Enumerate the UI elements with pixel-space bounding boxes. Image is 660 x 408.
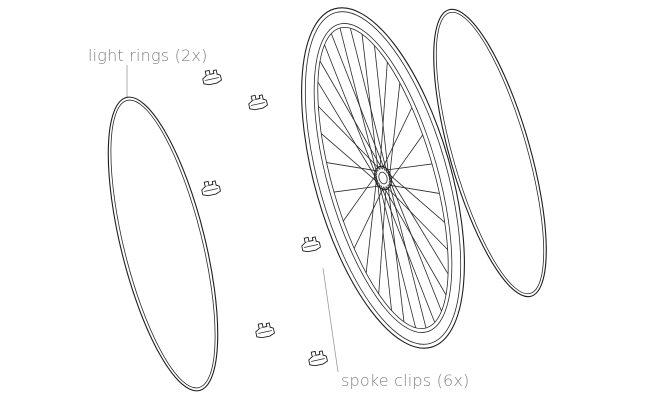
spoke — [342, 173, 378, 222]
spoke — [381, 107, 413, 170]
spoke — [321, 133, 380, 184]
spoke — [353, 186, 385, 249]
spoke — [317, 81, 378, 181]
spoke-clip — [248, 94, 268, 111]
spoke — [349, 28, 388, 173]
spoke — [339, 27, 378, 175]
spoke — [378, 183, 417, 328]
spoke — [388, 178, 442, 312]
spoke — [384, 163, 433, 171]
spoke — [387, 184, 405, 322]
spoke — [380, 185, 436, 323]
spoke-clips-leader — [322, 267, 339, 373]
left-light-ring — [107, 96, 219, 392]
spoke-clip — [301, 236, 321, 253]
spoke — [379, 61, 388, 170]
light-rings-label: light rings (2x) — [88, 46, 208, 65]
spoke — [333, 185, 382, 193]
spoke — [388, 82, 401, 180]
spoke — [386, 172, 445, 223]
spoke — [388, 181, 427, 329]
spoke — [326, 162, 379, 172]
spoke-clips-label: spoke clips (6x) — [341, 371, 470, 390]
spoke — [388, 175, 449, 275]
spoke-clips-group — [201, 69, 328, 367]
rim-inner — [317, 26, 449, 330]
spoke — [365, 176, 378, 274]
spoke-clip — [255, 322, 275, 339]
spoke — [330, 33, 386, 171]
rim-outer — [313, 23, 453, 333]
spoke-clip — [308, 350, 328, 367]
spoke — [361, 34, 379, 172]
right-light-ring — [433, 8, 547, 298]
spoke — [378, 186, 387, 295]
wheel-spokes — [317, 27, 449, 329]
spoke — [324, 44, 378, 178]
spoke-clip — [201, 180, 221, 197]
spoke-clip — [202, 69, 222, 86]
spoke — [388, 134, 424, 183]
spoke — [383, 186, 447, 296]
spoke — [387, 184, 440, 194]
tire-outer — [301, 7, 465, 349]
spoke — [319, 60, 383, 170]
wheel-hub — [374, 165, 392, 191]
bicycle-wheel — [301, 7, 465, 349]
spoke — [374, 45, 389, 176]
spoke — [377, 180, 392, 311]
